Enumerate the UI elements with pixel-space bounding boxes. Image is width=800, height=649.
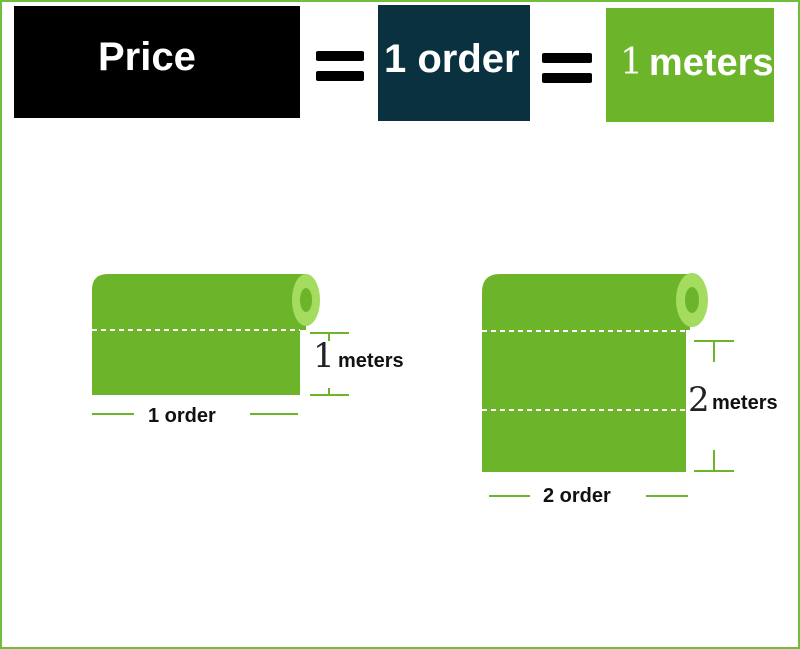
roll-small-height-unit: meters	[338, 350, 404, 373]
roll-small-height-number: 1	[313, 336, 335, 376]
roll-small-core	[300, 288, 312, 312]
roll-small-order-label: 1 order	[148, 405, 216, 428]
roll-large-height-number: 2	[688, 380, 710, 420]
roll-large-body	[482, 274, 690, 472]
roll-small	[92, 274, 349, 414]
roll-small-body	[92, 274, 306, 395]
roll-large-height-unit: meters	[712, 392, 778, 415]
roll-large-core	[685, 287, 699, 313]
roll-large-order-label: 2 order	[543, 485, 611, 508]
